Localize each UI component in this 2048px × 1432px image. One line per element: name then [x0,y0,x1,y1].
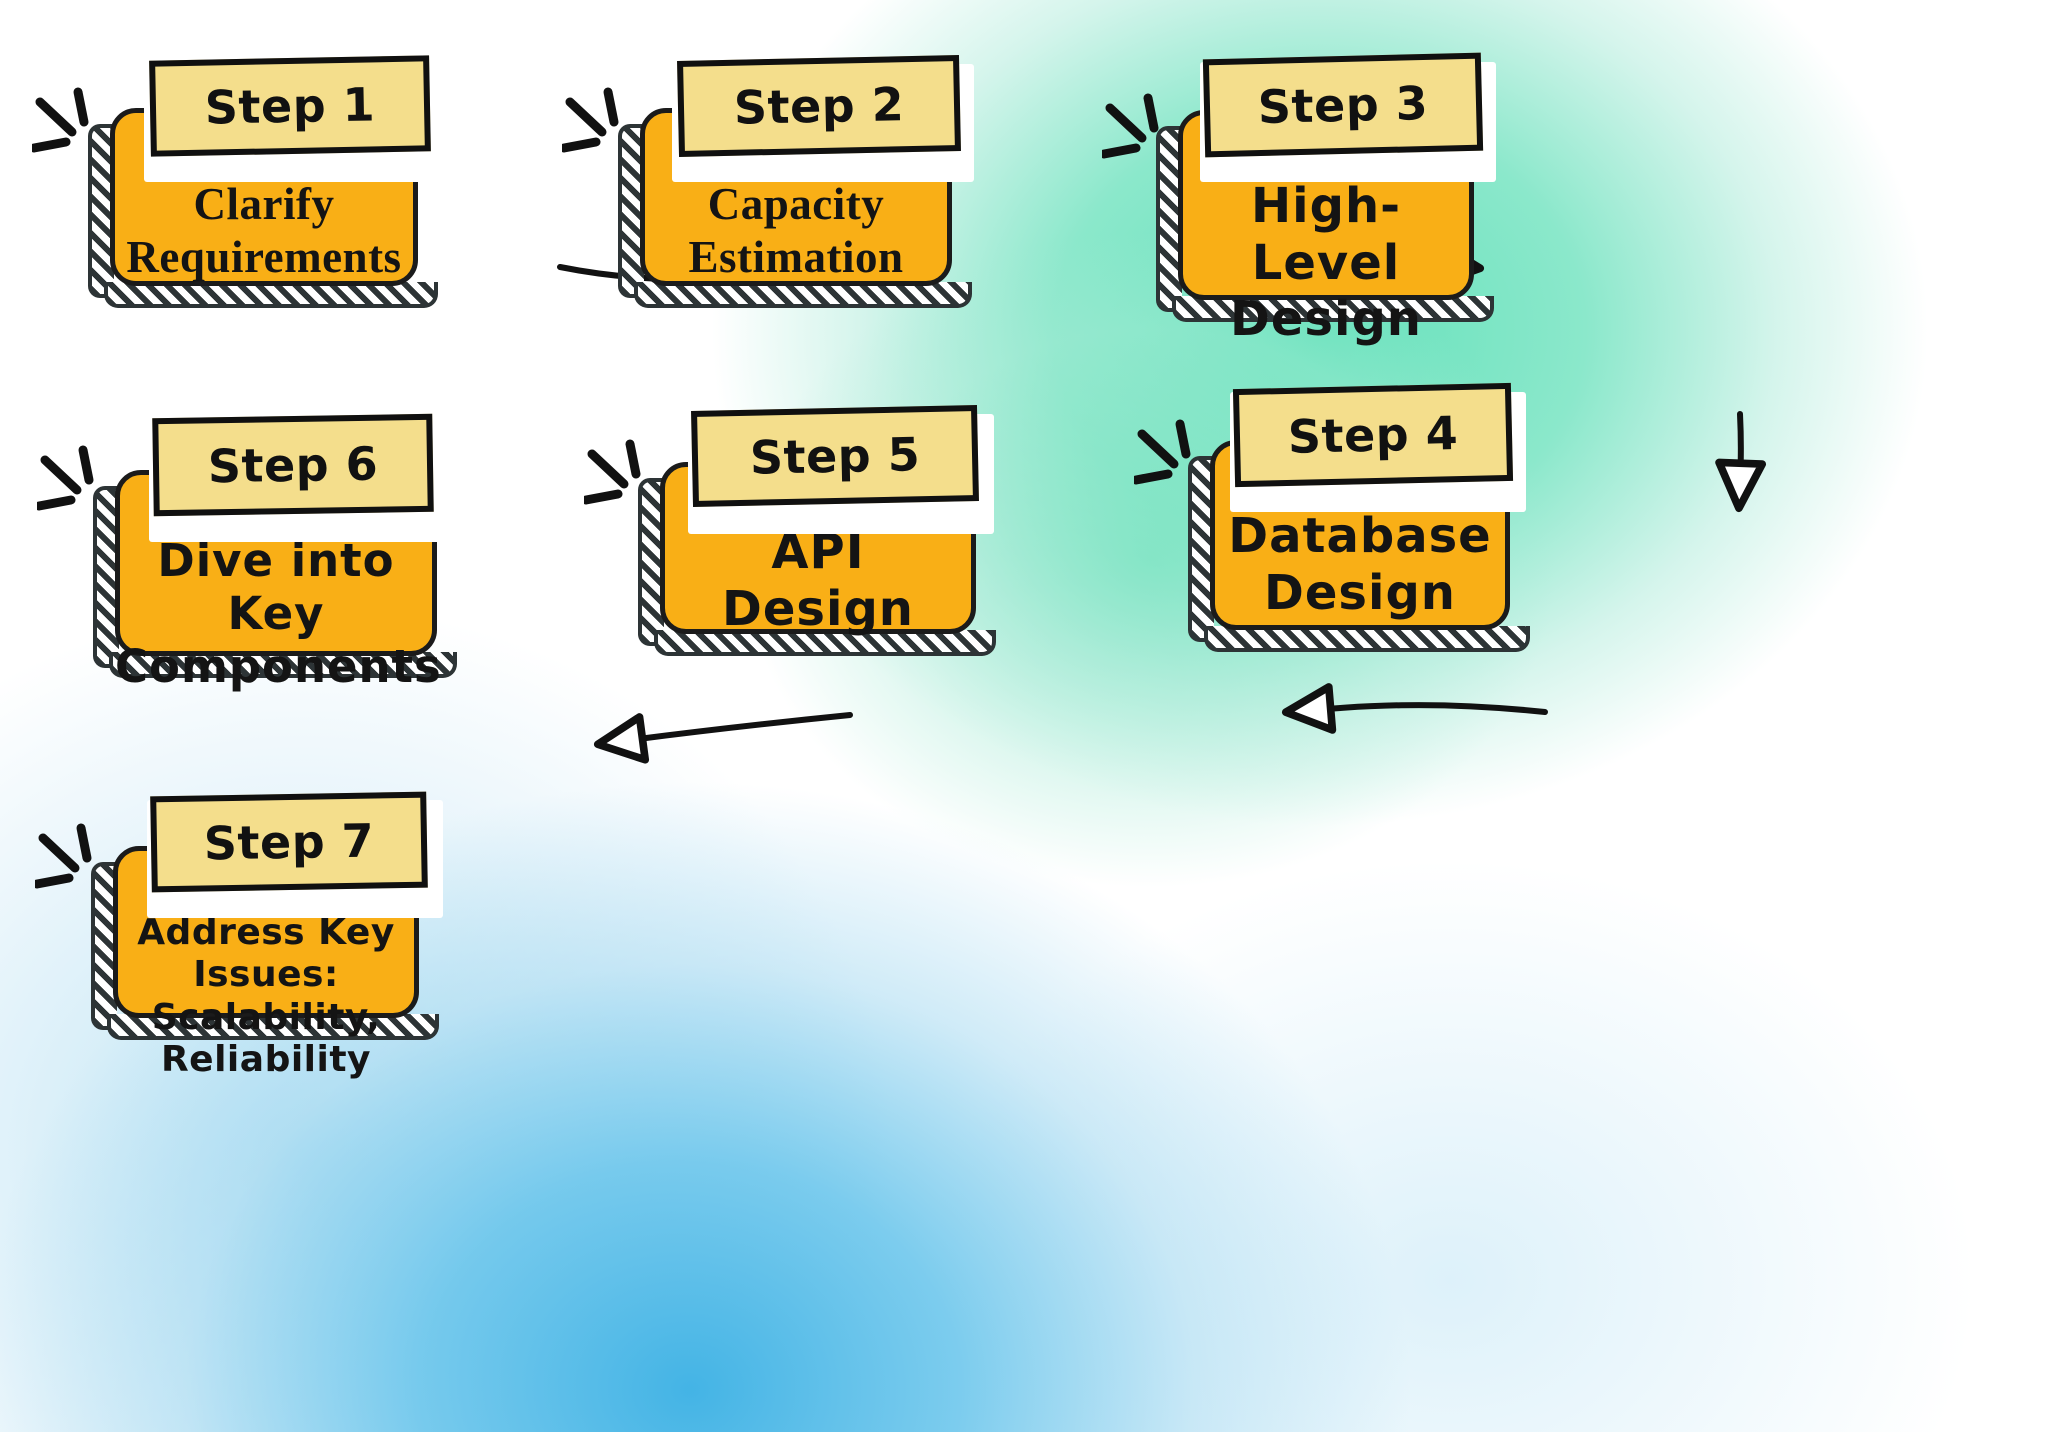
node-tab-label-step5: Step 5 [691,405,979,507]
node-body-step4: Database Design [1228,508,1492,621]
node-shadow-bottom [109,652,457,678]
edge-step5-to-step6 [593,712,853,764]
node-shadow-left [618,124,644,298]
node-shadow-bottom [107,1014,439,1040]
node-tab-label-step4: Step 4 [1232,382,1514,488]
node-shadow-bottom [1172,296,1494,322]
spark-marks-icon [37,445,94,511]
node-body-step7: Address Key Issues: Scalability, Reliabi… [137,912,395,1081]
node-body-step5: API Design [722,524,914,637]
spark-marks-icon [584,439,641,505]
node-body-step1: Clarify Requirements [126,179,402,283]
spark-marks-icon [562,87,619,153]
node-shadow-bottom [1204,626,1530,652]
node-tab-label-step2: Step 2 [677,55,961,157]
node-tab-label-step7: Step 7 [150,791,428,893]
node-shadow-left [91,862,117,1030]
flow-node-step4[interactable]: Step 4 Database Design [1134,382,1530,652]
edge-step4-to-step5 [1281,683,1548,734]
node-tab-label-step1: Step 1 [149,55,431,157]
spark-marks-icon [35,823,92,889]
node-shadow-left [88,124,114,298]
node-shadow-left [1156,126,1182,312]
flow-node-step3[interactable]: Step 3 High-Level Design [1102,52,1496,347]
flow-node-step6[interactable]: Step 6 Dive into Key Components [37,413,457,693]
node-tab-label-step6: Step 6 [152,413,434,517]
spark-marks-icon [1102,93,1159,159]
node-shadow-left [93,486,119,668]
node-shadow-bottom [104,282,438,308]
flow-node-step5[interactable]: Step 5 API Design [584,405,996,656]
flow-node-step1[interactable]: Step 1 Clarify Requirements [32,55,444,308]
node-body-step3: High-Level Design [1230,178,1422,348]
edge-step3-to-step4 [1715,411,1767,513]
node-shadow-bottom [634,282,972,308]
flow-node-step7[interactable]: Step 7 Address Key Issues: Scalability, … [35,791,443,1080]
flow-node-step2[interactable]: Step 2 Capacity Estimation [562,55,974,308]
node-shadow-left [1188,456,1214,642]
node-body-step6: Dive into Key Components [115,534,442,694]
node-tab-label-step3: Step 3 [1202,52,1484,158]
spark-marks-icon [32,87,89,153]
node-shadow-left [638,478,664,646]
node-shadow-bottom [654,630,996,656]
spark-marks-icon [1134,419,1191,485]
node-body-step2: Capacity Estimation [688,179,904,283]
